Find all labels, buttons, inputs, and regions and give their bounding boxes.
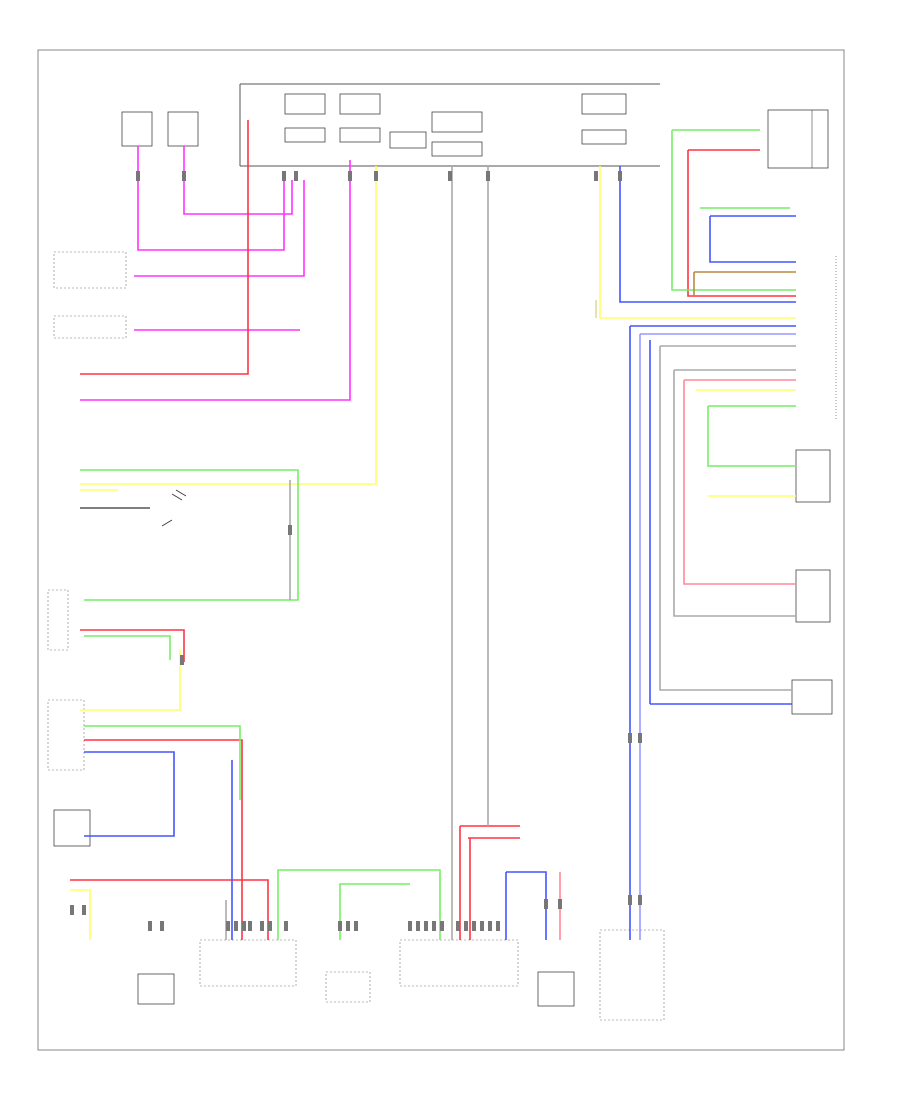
wire-green-28 xyxy=(671,130,796,291)
connector-pin-40 xyxy=(180,655,184,665)
connector-pin-0 xyxy=(136,171,140,181)
fuse-box-3 xyxy=(431,111,483,157)
wire-green-31 xyxy=(707,406,796,467)
wire-pink-55 xyxy=(683,380,796,585)
fuse-box-4 xyxy=(389,131,427,149)
connector-pin-7 xyxy=(486,171,490,181)
wires xyxy=(70,120,796,940)
connector-pin-33 xyxy=(628,895,632,905)
connector-pin-22 xyxy=(424,921,428,931)
right-connector-2 xyxy=(795,569,831,623)
fuse-box-2 xyxy=(339,93,381,143)
connector-pin-14 xyxy=(260,921,264,931)
connector-pin-25 xyxy=(456,921,460,931)
connector-pin-36 xyxy=(160,921,164,931)
wire-blue-36 xyxy=(619,166,796,303)
diagram-frame xyxy=(37,49,845,1051)
connector-pin-6 xyxy=(448,171,452,181)
bottom-ecu-1 xyxy=(137,973,175,1005)
wire-red-8 xyxy=(70,879,269,940)
connector-pin-30 xyxy=(496,921,500,931)
connector-pin-10 xyxy=(226,921,230,931)
splices xyxy=(70,171,642,931)
right-connector-3 xyxy=(791,679,833,715)
wire-green-26 xyxy=(339,883,410,940)
connector-pin-9 xyxy=(618,171,622,181)
power-bus xyxy=(239,83,660,167)
wire-magenta-1 xyxy=(183,146,293,215)
connector-pin-38 xyxy=(82,905,86,915)
connector-pin-23 xyxy=(432,921,436,931)
connector-pin-26 xyxy=(464,921,468,931)
connector-pin-28 xyxy=(480,921,484,931)
connector-pin-37 xyxy=(70,905,74,915)
left-connector-rail xyxy=(47,589,69,651)
wire-grey-46 xyxy=(659,346,792,691)
ground-symbol-1 xyxy=(161,489,187,527)
left-module-1 xyxy=(53,251,127,289)
wire-green-25 xyxy=(277,869,441,940)
connector-pin-3 xyxy=(294,171,298,181)
connector-pin-4 xyxy=(348,171,352,181)
connector-pin-16 xyxy=(284,921,288,931)
right-connector-1 xyxy=(795,449,831,503)
bottom-ecu-3 xyxy=(325,971,371,1003)
wire-green-22 xyxy=(80,469,299,601)
top-sensor-2 xyxy=(167,111,199,147)
connector-pin-15 xyxy=(268,921,272,931)
fuse-box-1 xyxy=(284,93,326,143)
connector-pin-19 xyxy=(354,921,358,931)
connector-pin-13 xyxy=(248,921,252,931)
connector-pin-24 xyxy=(440,921,444,931)
connector-pin-20 xyxy=(408,921,412,931)
bottom-ecu-6 xyxy=(599,929,665,1021)
bottom-ecu-5 xyxy=(537,971,575,1007)
bottom-ecu-2 xyxy=(199,939,297,987)
right-module-top xyxy=(767,109,829,169)
left-connector-rail-2 xyxy=(47,699,85,771)
wire-red-5 xyxy=(80,120,249,375)
wire-green-24 xyxy=(84,635,171,660)
connector-pin-27 xyxy=(472,921,476,931)
wire-yellow-15 xyxy=(80,166,377,485)
wire-blue-32 xyxy=(84,751,175,837)
connector-pin-11 xyxy=(234,921,238,931)
connector-pin-34 xyxy=(638,895,642,905)
wire-magenta-2 xyxy=(134,180,305,277)
connector-pin-39 xyxy=(288,525,292,535)
connector-pin-29 xyxy=(488,921,492,931)
connector-pin-1 xyxy=(182,171,186,181)
connector-pin-5 xyxy=(374,171,378,181)
connector-pin-8 xyxy=(594,171,598,181)
left-sensor xyxy=(53,809,91,847)
fuse-box-5 xyxy=(581,93,627,145)
bottom-ecu-4 xyxy=(399,939,519,987)
connector-pin-21 xyxy=(416,921,420,931)
wire-magenta-4 xyxy=(80,160,351,401)
wire-blue-34 xyxy=(506,871,547,940)
wire-magenta-0 xyxy=(137,146,285,251)
connector-pin-17 xyxy=(338,921,342,931)
wire-red-14 xyxy=(687,150,796,297)
wire-yellow-19 xyxy=(599,166,796,319)
connector-pin-35 xyxy=(148,921,152,931)
connector-pin-41 xyxy=(544,899,548,909)
top-sensor-1 xyxy=(121,111,153,147)
wire-yellow-18 xyxy=(70,889,91,940)
wire-grey-48 xyxy=(673,370,796,617)
connector-pin-32 xyxy=(638,733,642,743)
wire-green-23 xyxy=(84,725,241,800)
connector-pin-31 xyxy=(628,733,632,743)
wire-yellow-17 xyxy=(80,650,181,711)
connector-pin-42 xyxy=(558,899,562,909)
wire-blue-38 xyxy=(709,216,796,263)
wire-red-7 xyxy=(84,739,243,940)
wire-red-6 xyxy=(80,629,185,662)
left-module-2 xyxy=(53,315,127,339)
connector-pin-12 xyxy=(242,921,246,931)
connector-pin-18 xyxy=(346,921,350,931)
connector-pin-2 xyxy=(282,171,286,181)
